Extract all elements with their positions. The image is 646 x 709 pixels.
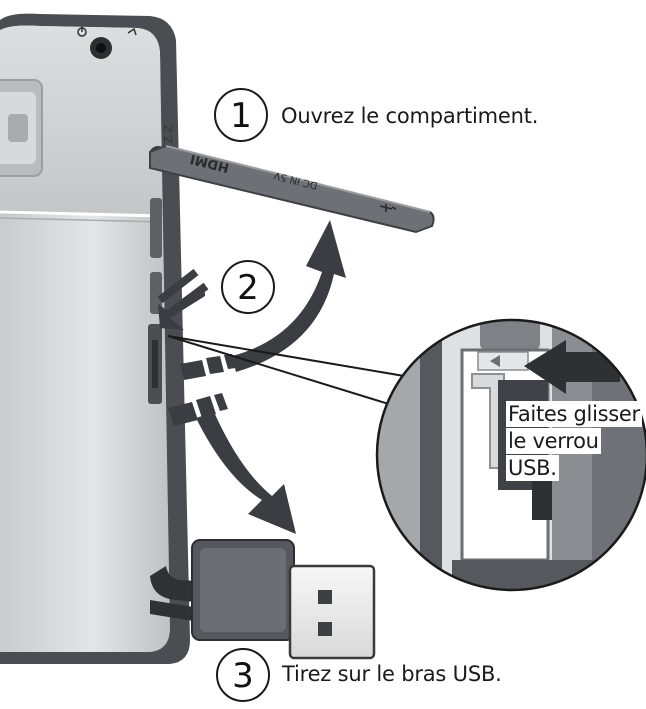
motion-marks xyxy=(168,354,236,426)
usb-plug xyxy=(288,564,376,660)
callout-leader xyxy=(167,335,417,406)
step-3-badge: 3 xyxy=(216,648,270,702)
power-icon xyxy=(77,26,87,37)
step-1-badge: 1 xyxy=(214,88,268,142)
step-3-text: Tirez sur le bras USB. xyxy=(282,662,502,686)
open-cover-arrow xyxy=(232,220,346,372)
camera-body: Z Z xyxy=(0,13,190,665)
callout-line-3: USB. xyxy=(506,455,559,481)
svg-text:Z Z: Z Z xyxy=(161,125,174,144)
step-1-text: Ouvrez le compartiment. xyxy=(281,104,539,128)
svg-text:2: 2 xyxy=(237,268,259,308)
svg-text:3: 3 xyxy=(232,656,254,696)
step-2-badge: 2 xyxy=(221,260,275,314)
usb-icon xyxy=(379,204,397,212)
pull-usb-arrow xyxy=(196,412,296,534)
camera-lens xyxy=(0,79,43,177)
audio-jack-icon xyxy=(90,37,112,59)
svg-text:1: 1 xyxy=(230,96,252,136)
compartment-cover: HDMI DC IN 5V xyxy=(149,144,435,234)
usb-arm xyxy=(150,539,376,660)
callout-line-1: Faites glisser xyxy=(506,401,642,427)
callout-line-2: le verrou xyxy=(506,428,601,454)
slide-latch-arrow xyxy=(157,268,209,330)
